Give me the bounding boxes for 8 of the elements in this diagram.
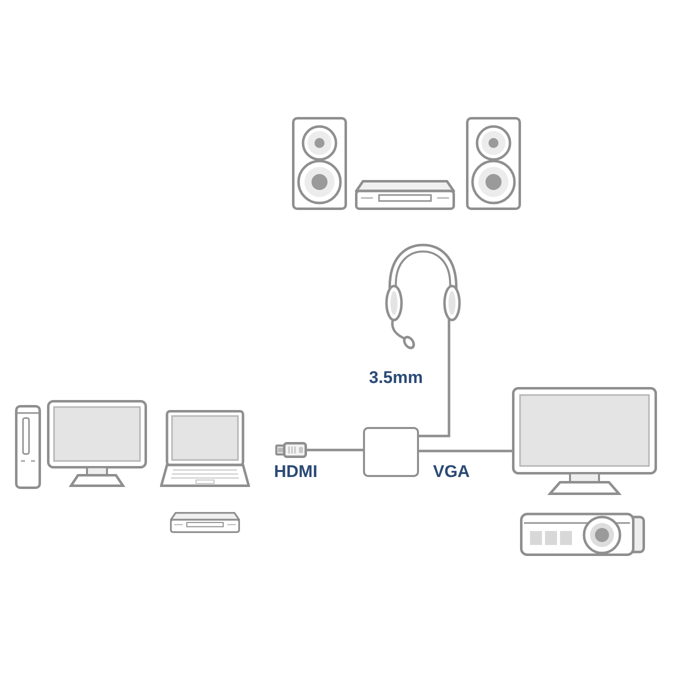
monitor-icon	[512, 387, 657, 495]
hdmi-plug-icon	[275, 442, 307, 458]
headset-icon	[383, 243, 463, 351]
cable-line	[419, 450, 512, 452]
adapter-box	[363, 427, 419, 477]
cable-line	[307, 448, 363, 452]
port-label: HDMI	[274, 462, 318, 482]
cable-line	[419, 351, 450, 438]
